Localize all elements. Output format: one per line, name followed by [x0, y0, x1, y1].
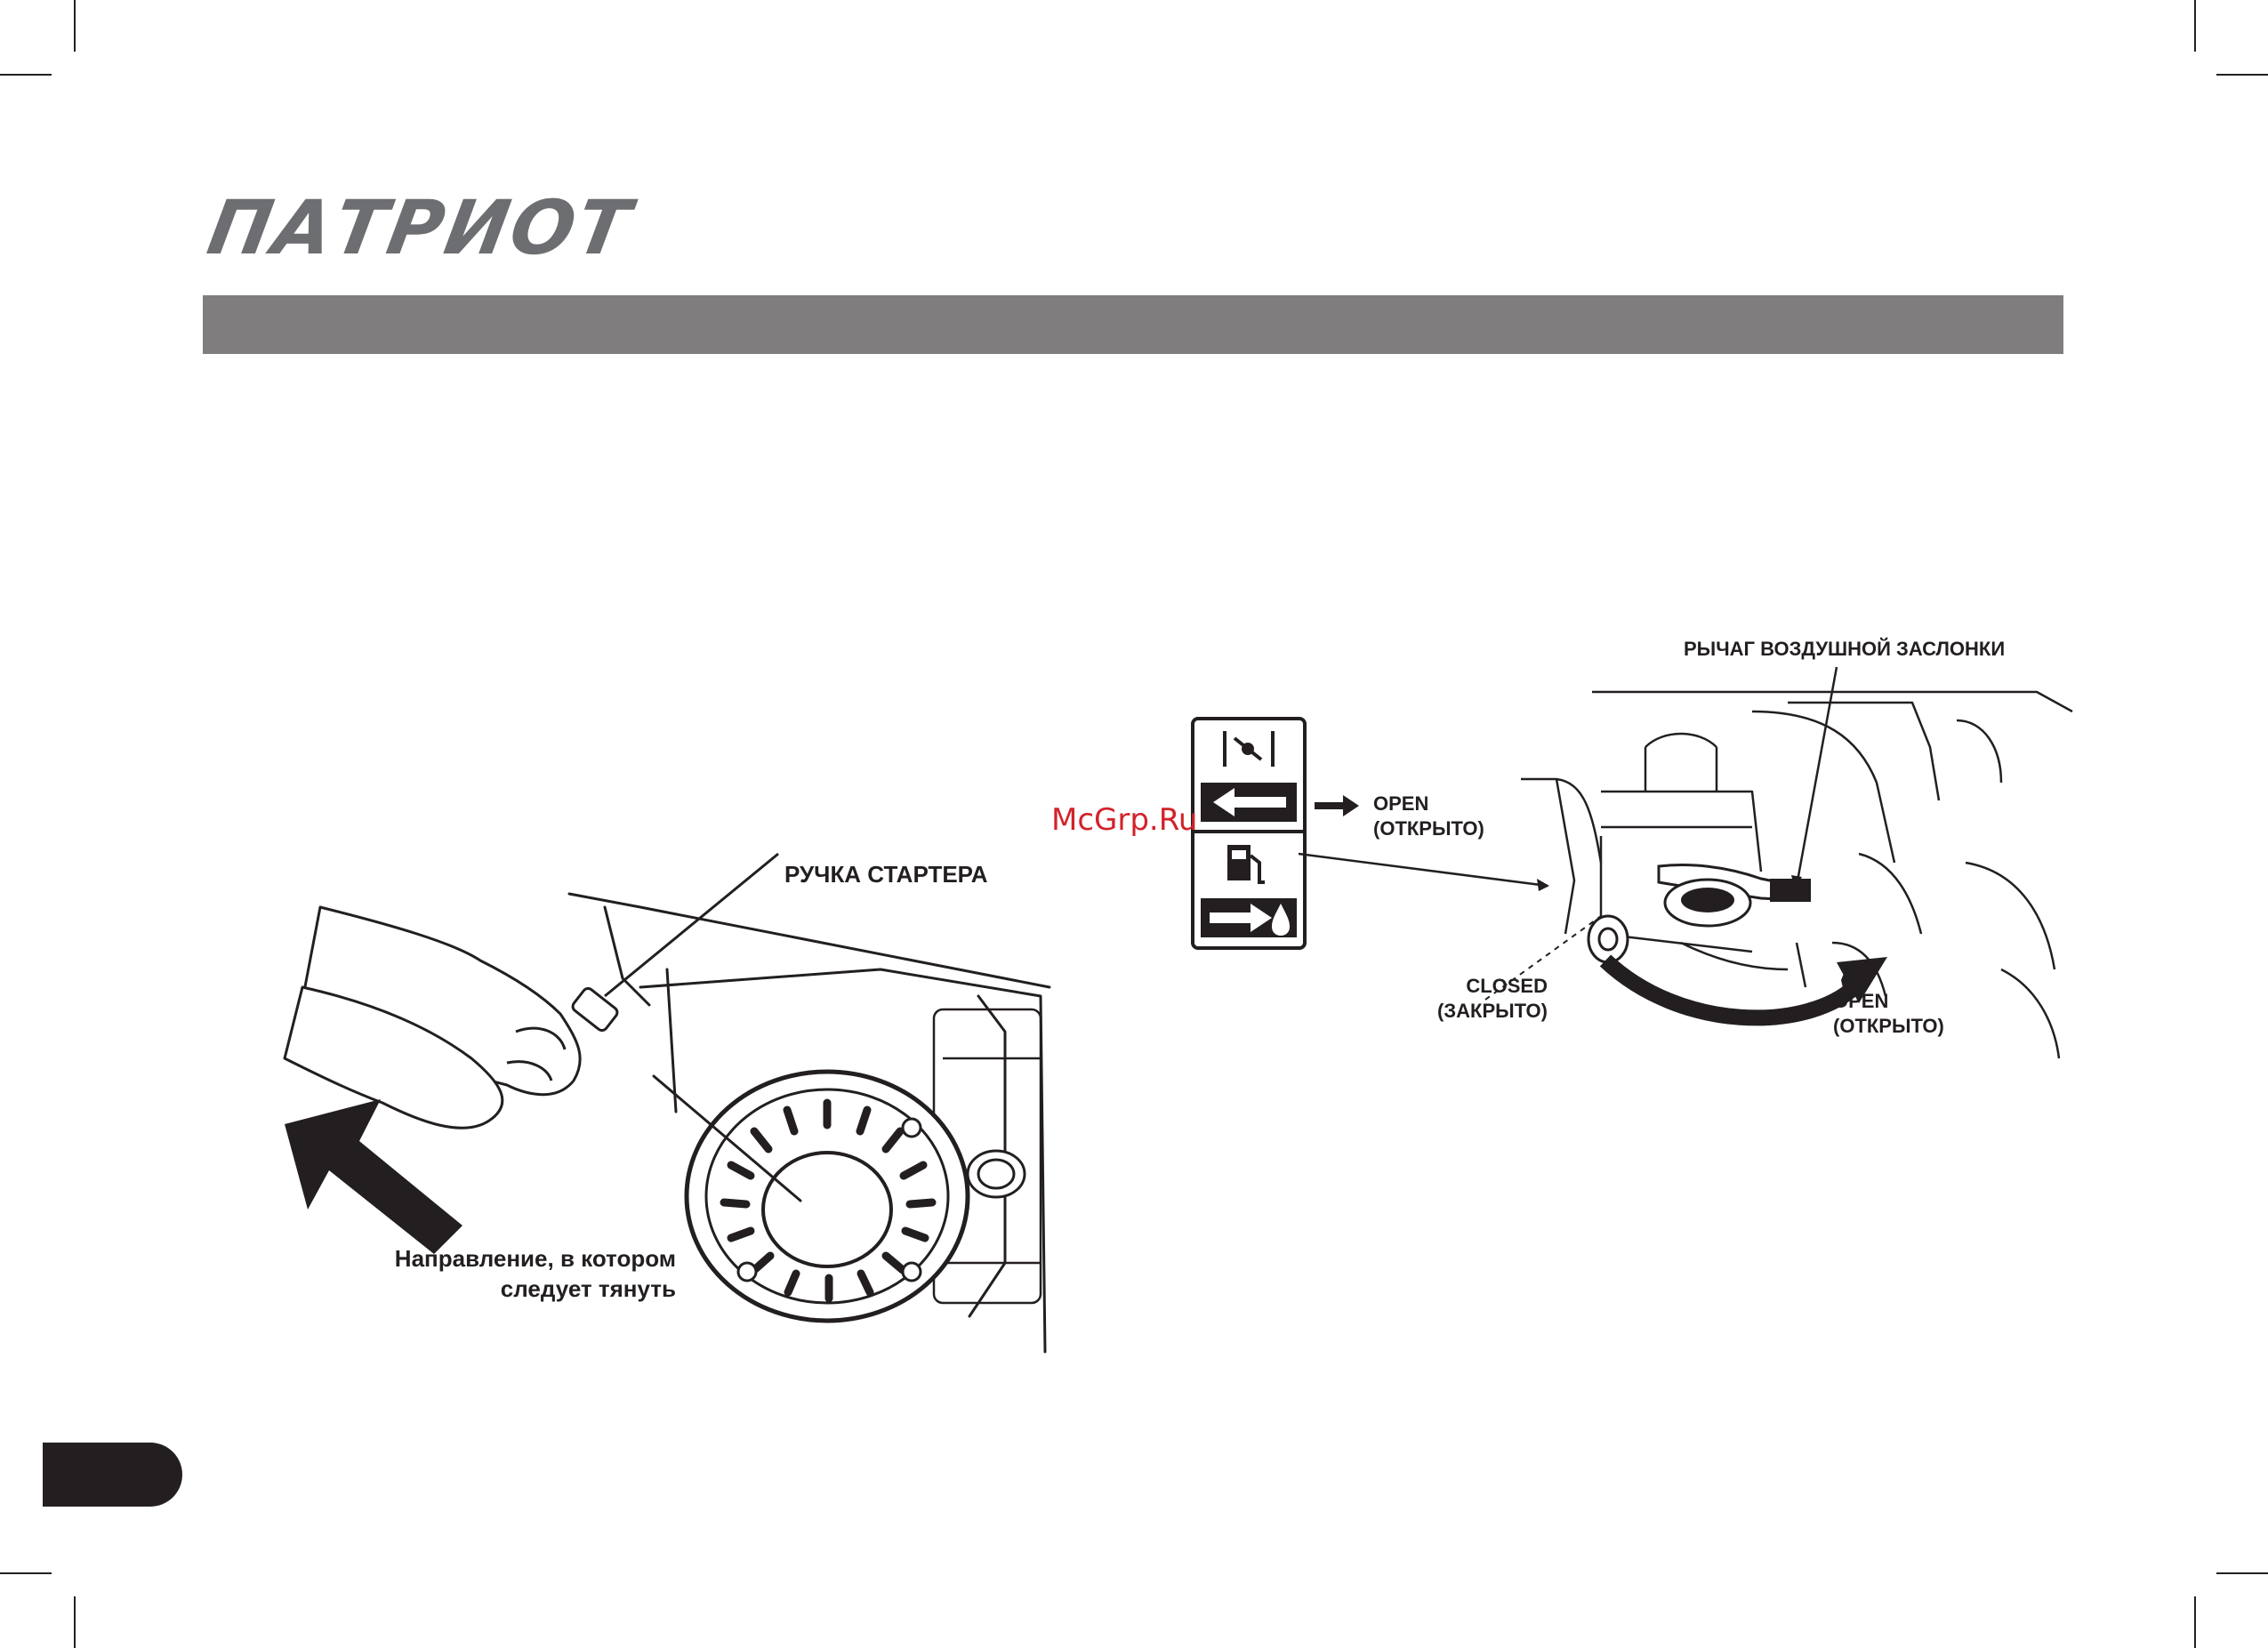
starter-handle-label: РУЧКА СТАРТЕРА: [784, 859, 988, 889]
choke-symbol-placard: [1193, 719, 1305, 948]
choke-closed-label-ru: (ЗАКРЫТО): [1437, 1000, 1548, 1022]
starter-housing: [687, 1072, 968, 1321]
crop-mark: [74, 0, 76, 52]
crop-mark: [2194, 1596, 2196, 1648]
choke-open-label-en: OPEN: [1373, 792, 1428, 815]
page-number-tab: [43, 1443, 182, 1507]
crop-mark: [2194, 0, 2196, 52]
choke-open-label-ru: (ОТКРЫТО): [1373, 817, 1484, 840]
choke-open2-label-en: OPEN: [1833, 990, 1888, 1012]
crop-mark: [0, 74, 52, 76]
choke-closed-label: CLOSED (ЗАКРЫТО): [1370, 974, 1548, 1024]
pull-direction-label-line2: следует тянуть: [501, 1275, 676, 1302]
choke-open2-label: OPEN (ОТКРЫТО): [1833, 989, 1944, 1039]
choke-lever-label: РЫЧАГ ВОЗДУШНОЙ ЗАСЛОНКИ: [1684, 637, 2005, 662]
crop-mark: [0, 1572, 52, 1574]
crop-mark: [74, 1596, 76, 1648]
section-header-bar: [203, 295, 2063, 354]
choke-lever: [1659, 865, 1811, 926]
crop-mark: [2216, 74, 2268, 76]
pull-direction-label-line1: Направление, в котором: [395, 1245, 676, 1272]
choke-open2-label-ru: (ОТКРЫТО): [1833, 1015, 1944, 1037]
pull-direction-label: Направление, в котором следует тянуть: [338, 1243, 676, 1304]
choke-closed-label-en: CLOSED: [1466, 975, 1548, 997]
brand-logo: ПАТРИОТ: [203, 190, 638, 265]
watermark: McGrp.Ru: [1051, 802, 1197, 838]
crop-mark: [2216, 1572, 2268, 1574]
choke-open-label: OPEN (ОТКРЫТО): [1373, 792, 1484, 841]
